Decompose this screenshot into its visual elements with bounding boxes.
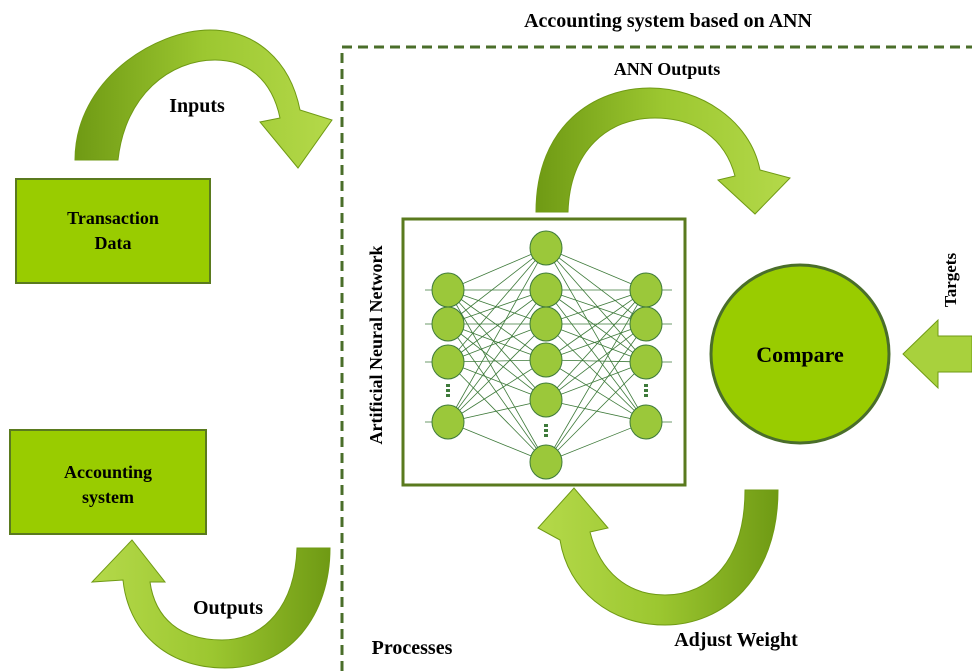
ann-vertical-label: Artificial Neural Network xyxy=(366,246,386,445)
network-node xyxy=(431,306,465,342)
network-connection xyxy=(545,289,647,325)
network-connection xyxy=(545,323,647,463)
network-connection xyxy=(545,361,647,401)
network-connection xyxy=(447,289,547,363)
network-ellipsis-dot xyxy=(544,429,548,432)
network-ellipsis-dot xyxy=(644,394,648,397)
network-connection xyxy=(447,247,547,363)
network-connection xyxy=(447,289,547,325)
network-node xyxy=(629,272,663,308)
network-connection xyxy=(545,323,647,401)
network-connection xyxy=(447,247,547,423)
adjust-weight-arrow xyxy=(537,487,779,626)
network-connection xyxy=(447,247,547,291)
network-ellipsis-dot xyxy=(644,384,648,387)
network-connection xyxy=(447,399,547,423)
network-connection xyxy=(447,247,547,325)
network-connection xyxy=(545,247,647,423)
transaction-data-label-line2: Data xyxy=(95,233,132,253)
network-connection xyxy=(447,289,547,401)
accounting-system-label-line2: system xyxy=(82,487,134,507)
compare-circle xyxy=(709,263,891,445)
network-connection xyxy=(545,247,647,363)
inputs-label: Inputs xyxy=(169,95,225,117)
network-ellipsis-dot xyxy=(446,394,450,397)
ann-system-boundary xyxy=(340,45,972,672)
outputs-label: Outputs xyxy=(193,597,263,619)
network-ellipsis-dot xyxy=(544,434,548,437)
network-node xyxy=(529,230,563,266)
network-node xyxy=(529,272,563,308)
transaction-data-box xyxy=(15,178,211,284)
network-connection xyxy=(545,399,647,423)
accounting-system-box xyxy=(9,429,207,535)
neural-network-graphic xyxy=(425,230,672,480)
network-connection xyxy=(545,289,647,401)
ann-outputs-label: ANN Outputs xyxy=(614,59,721,79)
accounting-system-label-line1: Accounting xyxy=(64,462,152,482)
ann-outputs-arrow xyxy=(535,87,791,215)
network-connection xyxy=(447,361,547,401)
transaction-data-label-line1: Transaction xyxy=(67,208,159,228)
network-connection xyxy=(545,289,647,363)
network-connection xyxy=(447,289,547,423)
network-node xyxy=(529,342,563,378)
network-connection xyxy=(545,247,647,291)
network-connection xyxy=(447,323,547,401)
network-ellipsis-dot xyxy=(446,389,450,392)
network-node xyxy=(529,382,563,418)
network-node xyxy=(629,306,663,342)
system-title: Accounting system based on ANN xyxy=(524,10,812,32)
network-connection xyxy=(545,359,647,423)
network-node xyxy=(629,344,663,380)
outputs-arrow xyxy=(90,539,331,669)
adjust-weight-label: Adjust Weight xyxy=(674,629,798,651)
network-connection xyxy=(545,323,647,361)
network-connection xyxy=(447,323,547,363)
network-connection xyxy=(447,323,547,463)
network-ellipsis-dot xyxy=(544,424,548,427)
network-connection xyxy=(447,361,547,463)
targets-arrow xyxy=(902,318,972,390)
network-connection xyxy=(447,359,547,423)
network-ellipsis-dot xyxy=(446,384,450,387)
network-node xyxy=(431,344,465,380)
network-connection xyxy=(545,359,647,363)
network-connection xyxy=(447,421,547,463)
network-connection xyxy=(545,289,647,463)
network-node xyxy=(629,404,663,440)
network-connection xyxy=(447,289,547,361)
network-connection xyxy=(545,323,647,363)
network-connection xyxy=(447,323,547,361)
network-node xyxy=(529,444,563,480)
compare-label: Compare xyxy=(756,342,844,367)
network-connection xyxy=(545,289,647,361)
network-connection xyxy=(545,289,647,423)
network-connection xyxy=(545,323,647,423)
network-node xyxy=(529,306,563,342)
network-ellipsis-dot xyxy=(644,389,648,392)
network-connection xyxy=(447,323,547,423)
processes-label: Processes xyxy=(372,637,453,659)
network-node xyxy=(431,272,465,308)
network-node xyxy=(431,404,465,440)
network-connection xyxy=(545,247,647,325)
targets-label: Targets xyxy=(941,253,960,308)
network-connection xyxy=(545,361,647,463)
inputs-arrow xyxy=(74,29,333,169)
network-connection xyxy=(545,421,647,463)
